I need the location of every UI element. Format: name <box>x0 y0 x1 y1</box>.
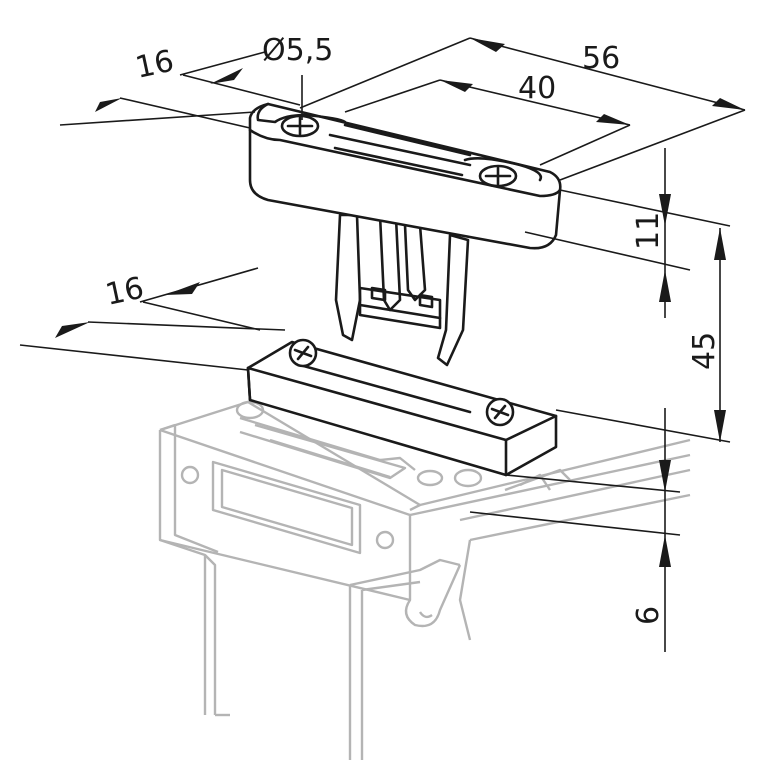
receiver-block <box>246 338 558 477</box>
screw-icon <box>280 114 320 138</box>
actuator-head <box>248 102 562 250</box>
mounting-frame-ghost <box>158 400 691 760</box>
dim-bottom-height: 6 <box>631 606 666 625</box>
dim-top-left-width: 16 <box>132 44 177 86</box>
dim-bottom-left-width: 16 <box>102 271 147 313</box>
screw-icon <box>288 338 318 368</box>
actuator-tongue <box>334 213 470 367</box>
dim-actuator-height: 11 <box>631 212 666 250</box>
dim-hole-diameter: Ø5,5 <box>262 33 333 68</box>
screw-icon <box>478 164 518 188</box>
dim-hole-spacing: 40 <box>518 71 556 106</box>
screw-icon <box>485 397 515 427</box>
dim-total-height: 45 <box>687 332 722 370</box>
dimension-lines <box>19 37 746 652</box>
dim-total-length: 56 <box>582 41 620 76</box>
